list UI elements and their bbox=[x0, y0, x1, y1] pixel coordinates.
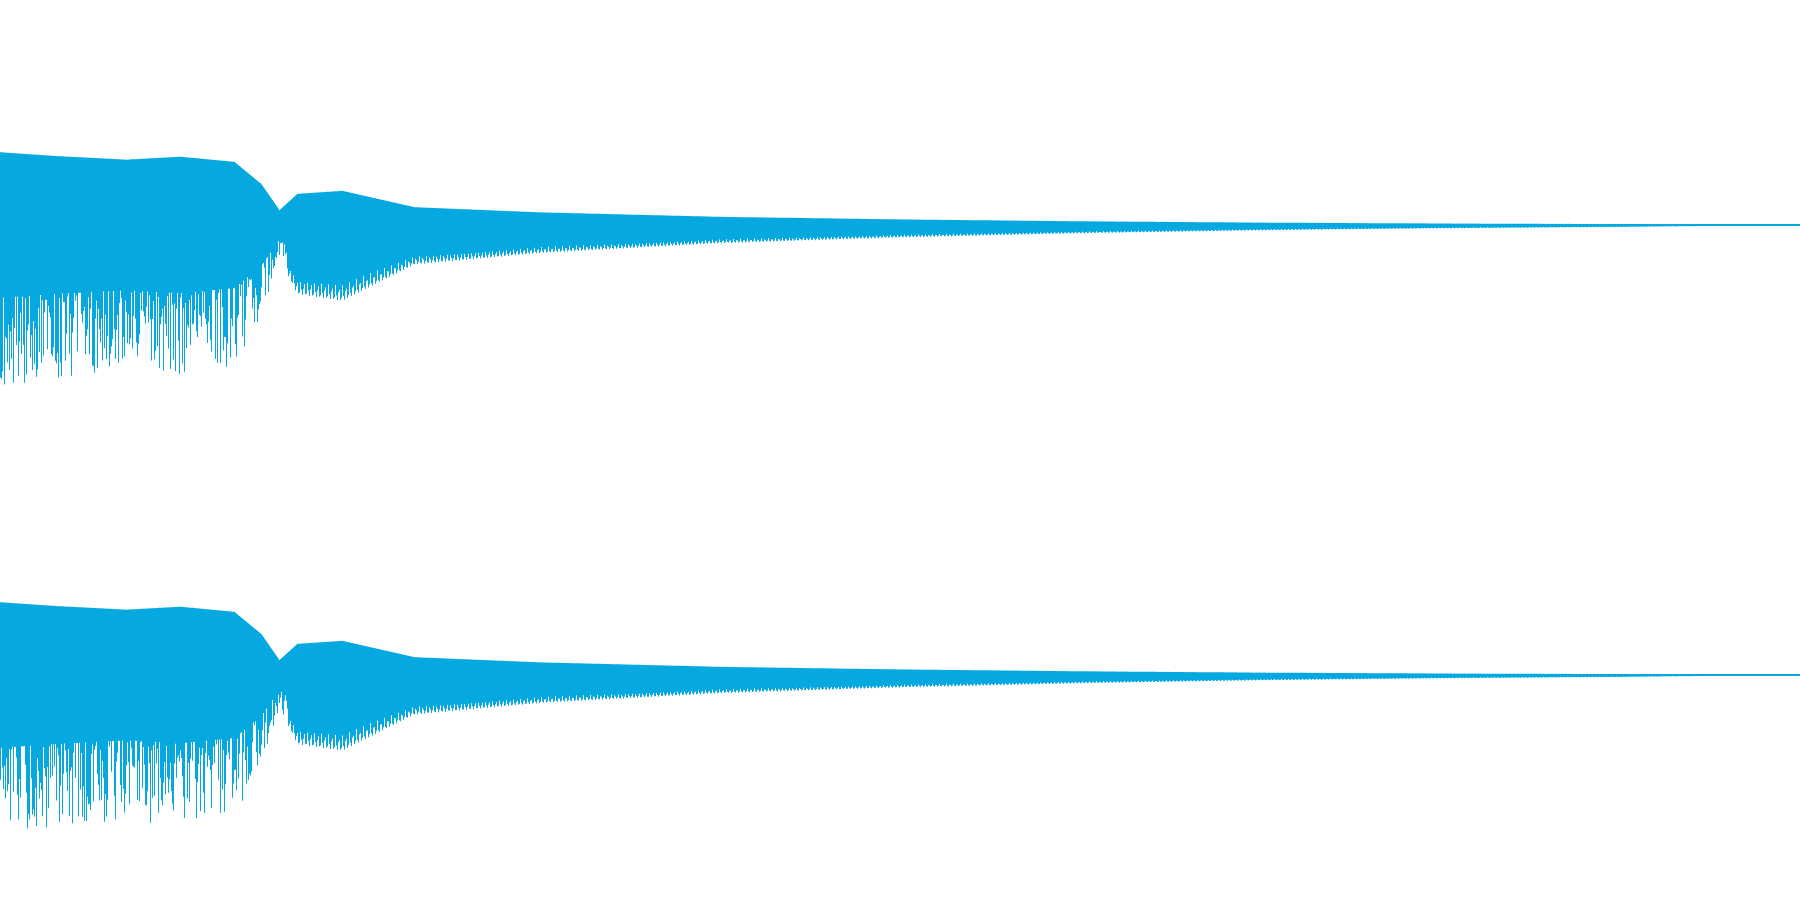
waveform-core bbox=[0, 602, 1800, 748]
waveform-channel-right bbox=[0, 602, 1800, 829]
waveform-channel-left bbox=[0, 152, 1800, 385]
waveform-core bbox=[0, 152, 1800, 298]
